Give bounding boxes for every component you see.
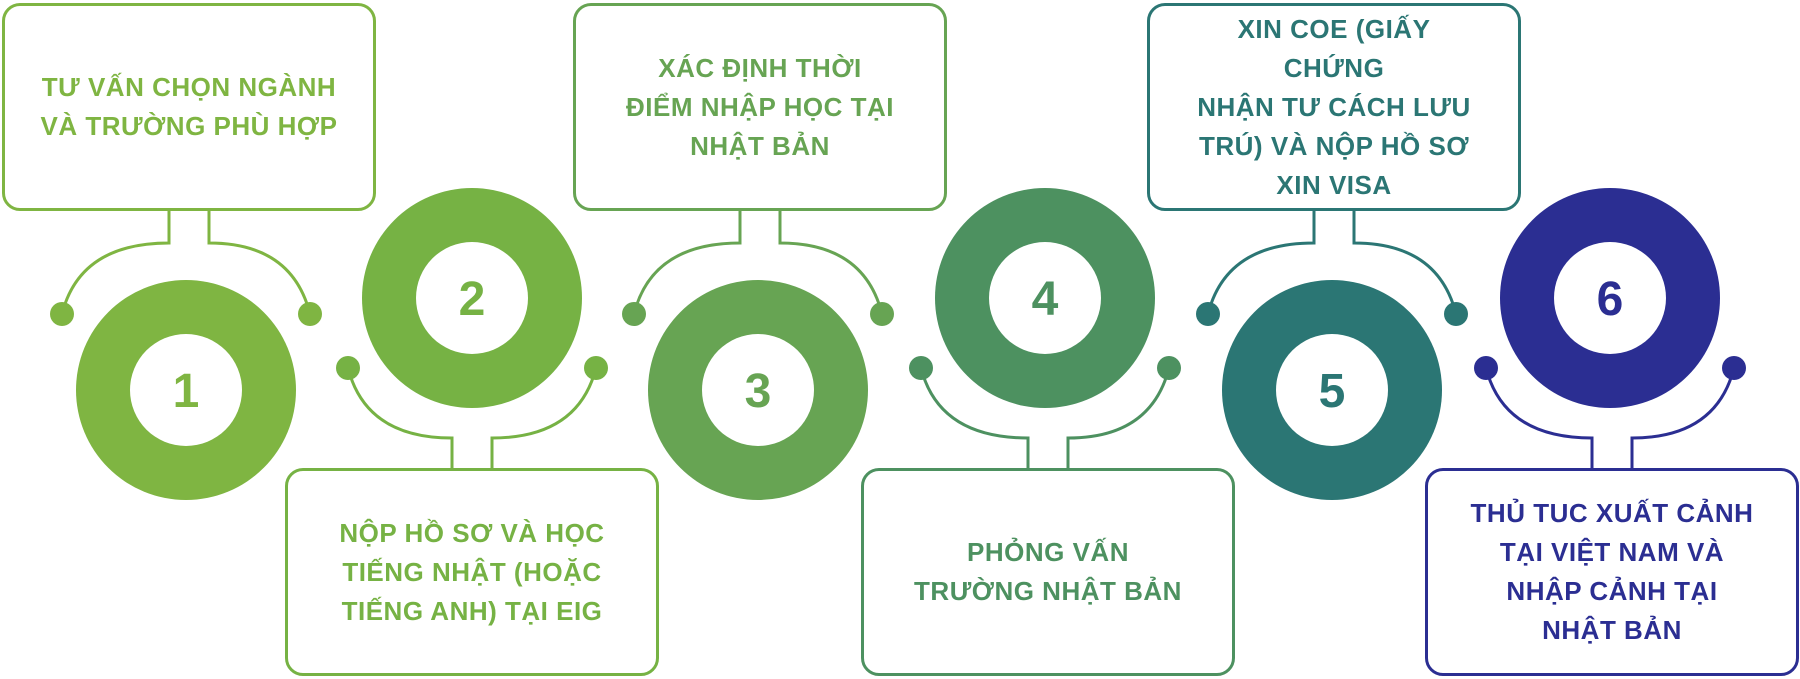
step-1-dot-left xyxy=(50,302,74,326)
step-1-connector-left xyxy=(60,211,171,315)
step-4-box: PHỎNG VẤN TRƯỜNG NHẬT BẢN xyxy=(861,468,1235,676)
step-4-circle-inner xyxy=(989,242,1101,354)
step-6-box: THỦ TUC XUẤT CẢNH TẠI VIỆT NAM VÀ NHẬP C… xyxy=(1425,468,1799,676)
step-4-connector-left xyxy=(919,367,1030,468)
step-5-circle-inner xyxy=(1276,334,1388,446)
step-2-dot-right xyxy=(584,356,608,380)
step-5-number: 5 xyxy=(1319,365,1346,418)
step-5-dot-right xyxy=(1444,302,1468,326)
step-5-box: XIN COE (GIẤY CHỨNG NHẬN TƯ CÁCH LƯU TRÚ… xyxy=(1147,3,1521,211)
step-2-box: NỘP HỒ SƠ VÀ HỌC TIẾNG NHẬT (HOẶC TIẾNG … xyxy=(285,468,659,676)
step-3-circle-inner xyxy=(702,334,814,446)
step-3-dot-left xyxy=(622,302,646,326)
step-5-connector-left xyxy=(1206,211,1316,315)
step-6-dot-left xyxy=(1474,356,1498,380)
step-3-connector-right xyxy=(778,211,884,315)
step-1-box: TƯ VẤN CHỌN NGÀNH VÀ TRƯỜNG PHÙ HỢP xyxy=(2,3,376,211)
step-4-connector-right xyxy=(1066,367,1171,468)
step-1-number: 1 xyxy=(173,365,200,418)
step-5-connector-right xyxy=(1352,211,1458,315)
step-5-text: XIN COE (GIẤY CHỨNG NHẬN TƯ CÁCH LƯU TRÚ… xyxy=(1197,13,1471,200)
step-2-dot-left xyxy=(336,356,360,380)
step-5-dot-left xyxy=(1196,302,1220,326)
step-1-connector-right xyxy=(207,211,312,315)
step-1-dot-right xyxy=(298,302,322,326)
step-4-dot-left xyxy=(909,356,933,380)
step-2-circle-inner xyxy=(416,242,528,354)
step-2-number: 2 xyxy=(459,273,486,326)
step-3-box: XÁC ĐỊNH THỜI ĐIỂM NHẬP HỌC TẠI NHẬT BẢN xyxy=(573,3,947,211)
step-2-connector-right xyxy=(490,367,598,468)
step-4-number: 4 xyxy=(1032,273,1059,326)
step-6-number: 6 xyxy=(1597,273,1624,326)
step-3-text: XÁC ĐỊNH THỜI ĐIỂM NHẬP HỌC TẠI NHẬT BẢN xyxy=(625,52,895,161)
step-6-circle-inner xyxy=(1554,242,1666,354)
step-3-connector-left xyxy=(632,211,742,315)
step-6-connector-left xyxy=(1484,367,1594,468)
step-1-circle-inner xyxy=(130,334,242,446)
step-3-dot-right xyxy=(870,302,894,326)
step-4-dot-right xyxy=(1157,356,1181,380)
step-3-number: 3 xyxy=(745,365,772,418)
step-2-connector-left xyxy=(346,367,454,468)
step-6-connector-right xyxy=(1630,367,1736,468)
step-6-text: THỦ TUC XUẤT CẢNH TẠI VIỆT NAM VÀ NHẬP C… xyxy=(1470,498,1754,645)
step-1-text: TƯ VẤN CHỌN NGÀNH VÀ TRƯỜNG PHÙ HỢP xyxy=(40,72,338,141)
step-2-text: NỘP HỒ SƠ VÀ HỌC TIẾNG NHẬT (HOẶC TIẾNG … xyxy=(339,517,605,626)
step-6-dot-right xyxy=(1722,356,1746,380)
step-4-text: PHỎNG VẤN TRƯỜNG NHẬT BẢN xyxy=(914,537,1182,606)
